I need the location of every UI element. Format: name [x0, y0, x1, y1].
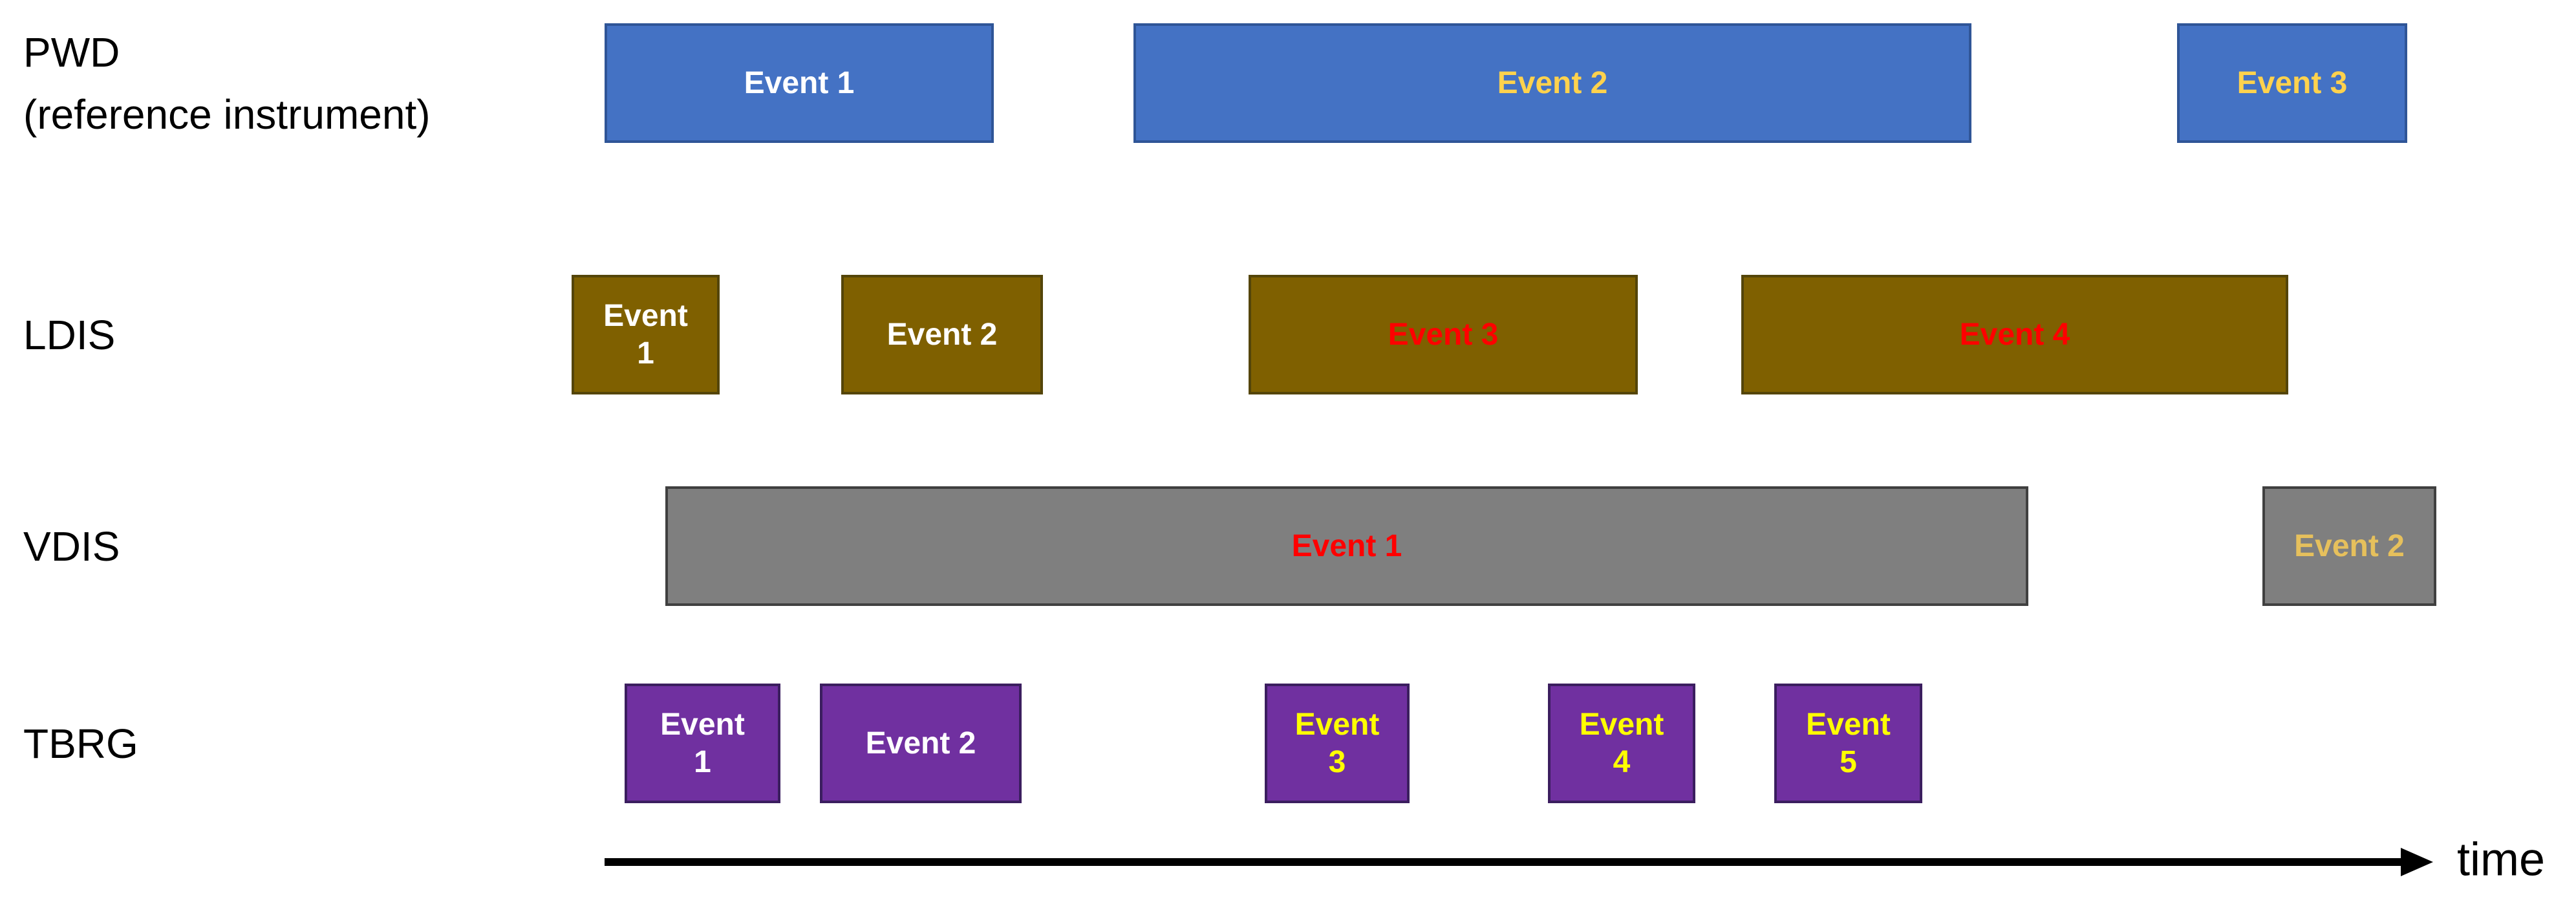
time-axis-line [605, 858, 2402, 866]
row-label-vdis: VDIS [23, 523, 120, 570]
tbrg-event-bar-5: Event 5 [1774, 684, 1922, 803]
time-axis-arrowhead-icon [2401, 848, 2433, 876]
ldis-event-label-2: Event 2 [886, 317, 998, 352]
tbrg-event-label-1: Event 1 [660, 707, 745, 779]
tbrg-event-label-3: Event 3 [1294, 707, 1380, 779]
tbrg-event-label-4: Event 4 [1579, 707, 1664, 779]
row-label-tbrg: TBRG [23, 720, 138, 767]
ldis-event-label-3: Event 3 [1388, 317, 1499, 352]
vdis-event-label-1: Event 1 [1291, 528, 1402, 563]
tbrg-event-bar-4: Event 4 [1548, 684, 1695, 803]
ldis-event-label-1: Event 1 [603, 298, 688, 371]
row-label-pwd: PWD (reference instrument) [23, 28, 431, 138]
tbrg-event-label-2: Event 2 [865, 726, 976, 760]
tbrg-event-label-5: Event 5 [1806, 707, 1891, 779]
vdis-event-label-2: Event 2 [2294, 528, 2405, 563]
pwd-event-bar-2: Event 2 [1133, 23, 1971, 143]
pwd-event-label-1: Event 1 [744, 65, 855, 100]
tbrg-event-bar-3: Event 3 [1265, 684, 1410, 803]
tbrg-event-bar-2: Event 2 [820, 684, 1022, 803]
pwd-event-label-3: Event 3 [2237, 65, 2348, 100]
row-label-ldis: LDIS [23, 311, 116, 358]
ldis-event-bar-3: Event 3 [1249, 275, 1638, 394]
ldis-event-label-4: Event 4 [1959, 317, 2070, 352]
tbrg-event-bar-1: Event 1 [625, 684, 780, 803]
pwd-event-bar-3: Event 3 [2177, 23, 2407, 143]
ldis-event-bar-2: Event 2 [841, 275, 1043, 394]
vdis-event-bar-2: Event 2 [2262, 486, 2436, 606]
pwd-event-bar-1: Event 1 [605, 23, 994, 143]
pwd-event-label-2: Event 2 [1497, 65, 1608, 100]
ldis-event-bar-1: Event 1 [572, 275, 720, 394]
ldis-event-bar-4: Event 4 [1741, 275, 2288, 394]
time-axis-label: time [2457, 834, 2546, 886]
vdis-event-bar-1: Event 1 [665, 486, 2028, 606]
